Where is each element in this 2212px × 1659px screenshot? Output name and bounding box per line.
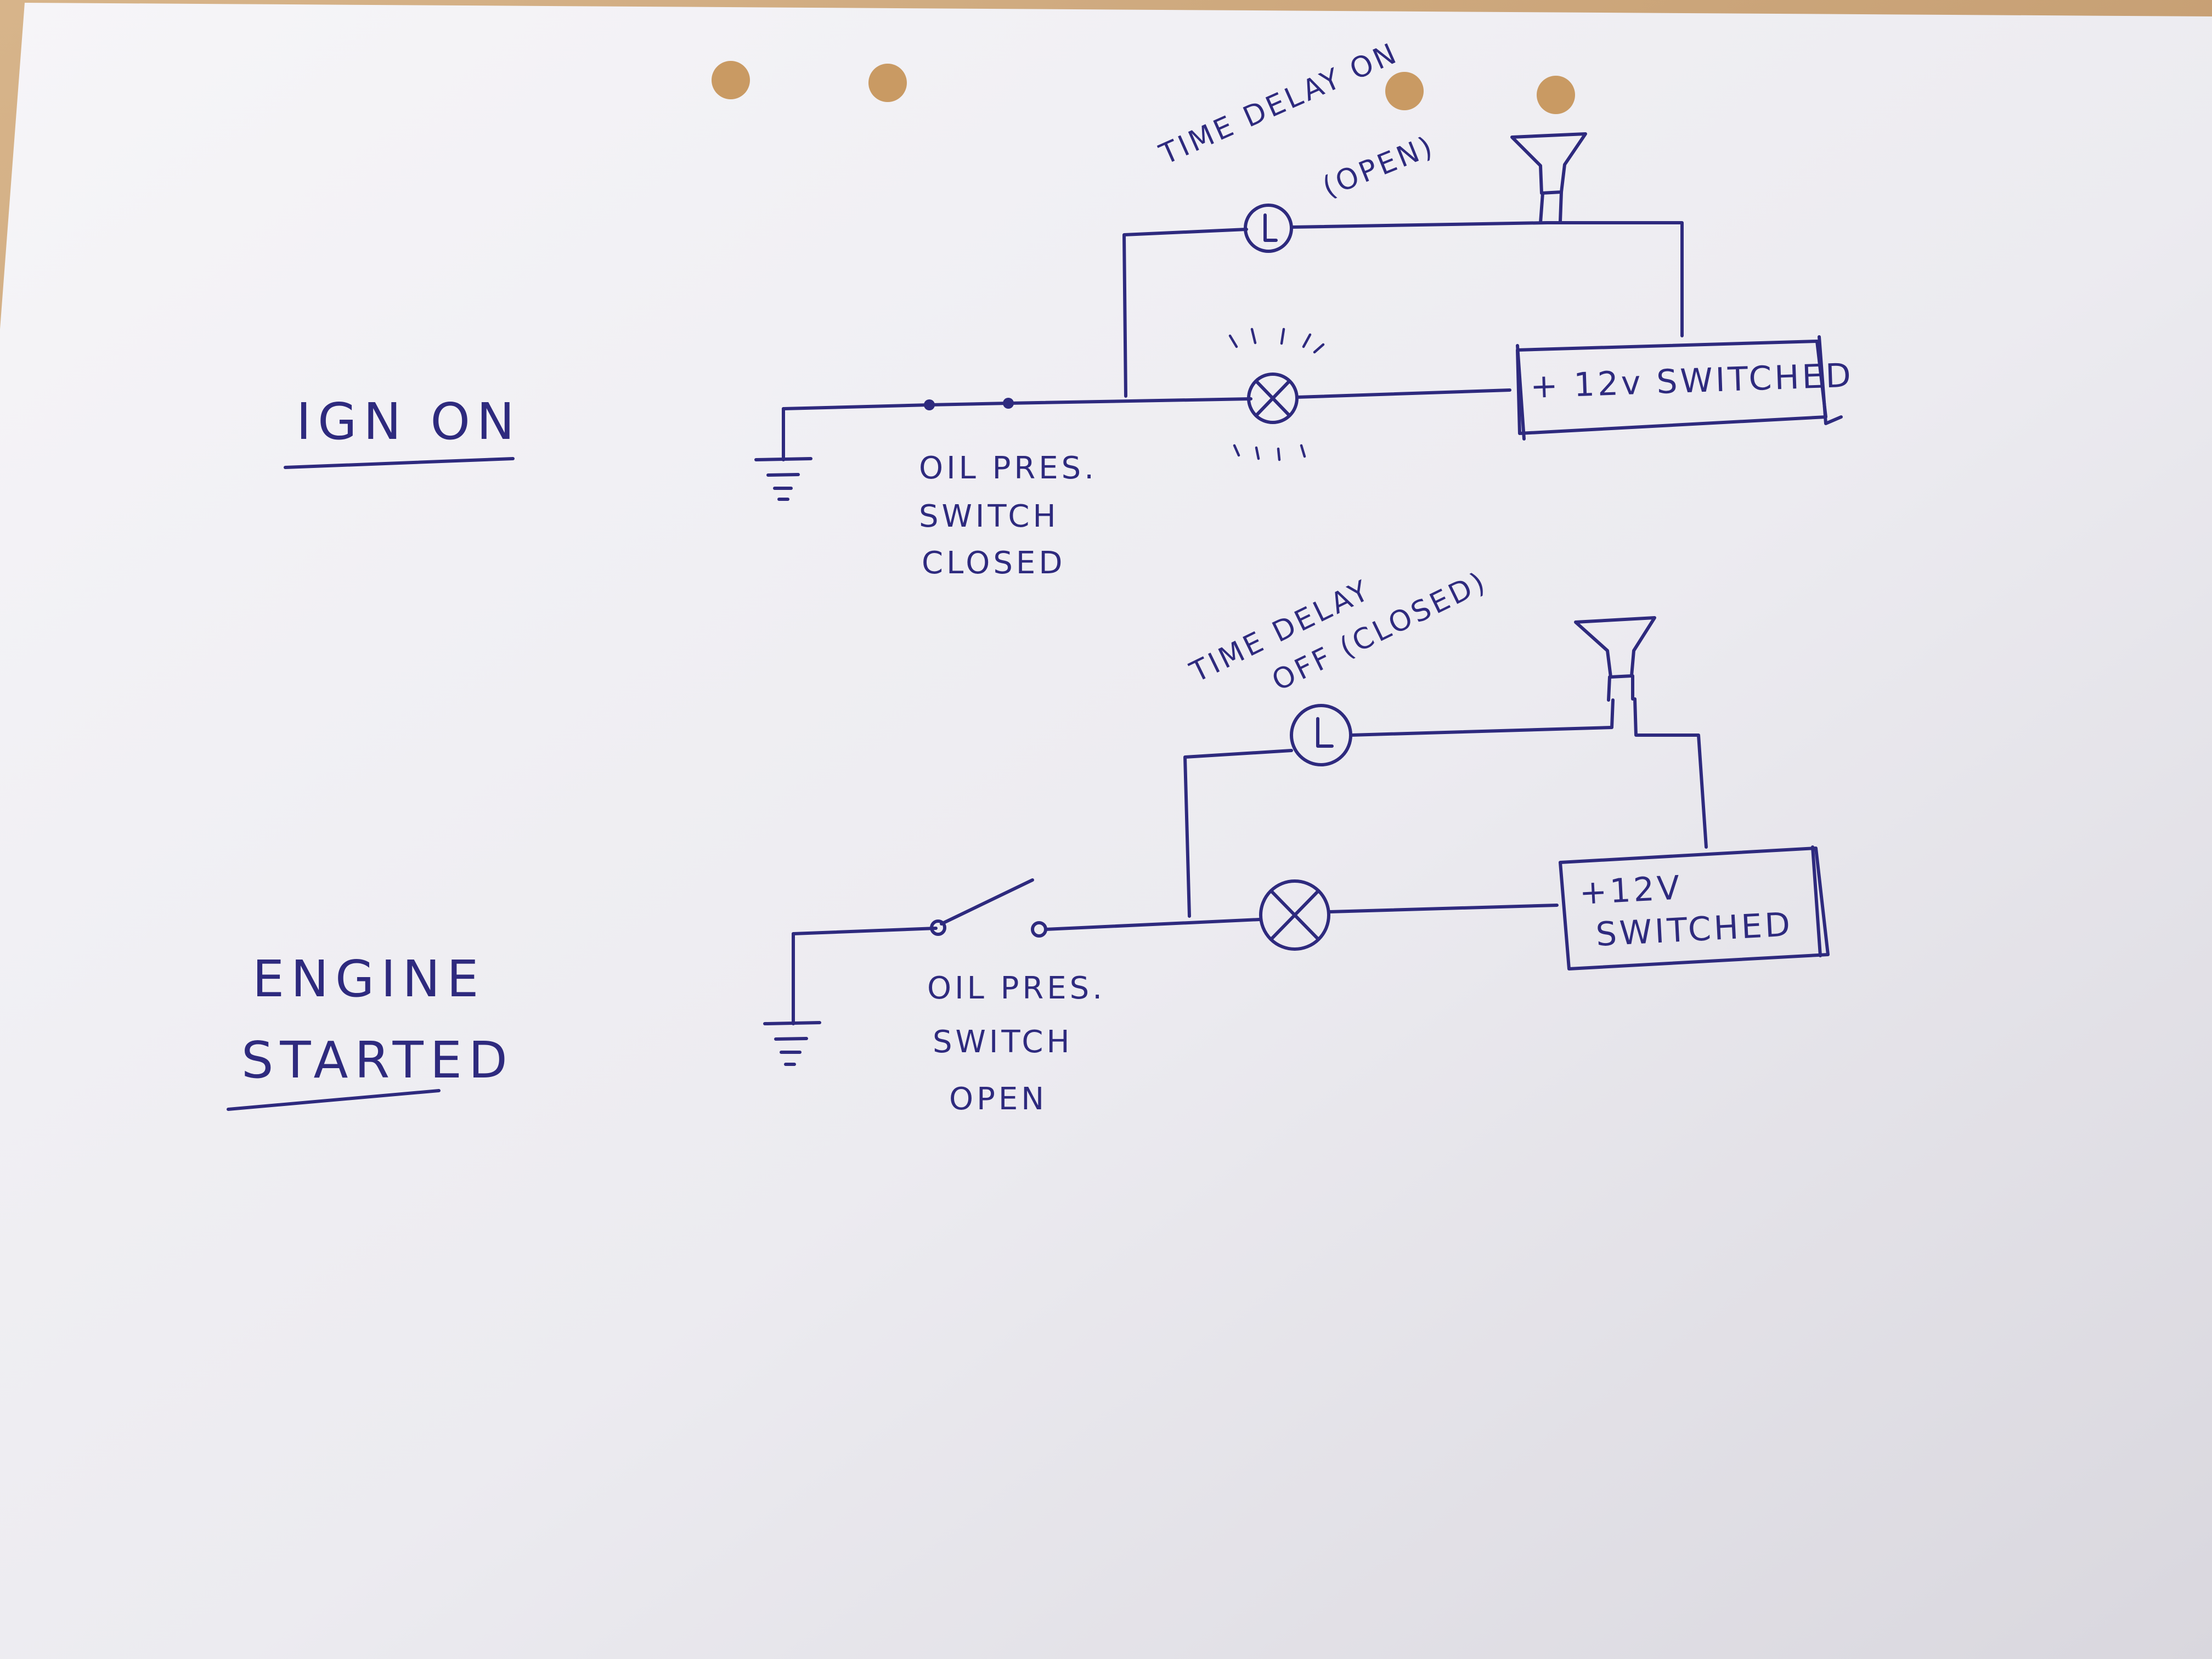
ign-on-title: IGN ON bbox=[296, 392, 521, 451]
ground-icon bbox=[754, 407, 812, 501]
engine-started-supply-box: +12V SWITCHED bbox=[1559, 845, 1830, 970]
engine-started-switch-label-line3: OPEN bbox=[949, 1081, 1047, 1117]
engine-started-title-underline bbox=[227, 1089, 441, 1111]
warning-lamp-off-icon bbox=[1259, 879, 1330, 951]
ign-on-switch-label-line1: OIL PRES. bbox=[919, 450, 1097, 486]
engine-started-title-line2: STARTED bbox=[241, 1031, 514, 1090]
engine-started-branch-left bbox=[1183, 749, 1293, 918]
ign-on-switch-label-line3: CLOSED bbox=[922, 545, 1065, 581]
oil-pressure-switch-closed bbox=[924, 398, 1014, 410]
ground-icon bbox=[763, 932, 821, 1066]
ign-on-ground-wire bbox=[782, 397, 1252, 410]
engine-started-ground-wire bbox=[792, 927, 938, 935]
ign-on-branch-top bbox=[1290, 221, 1684, 337]
engine-started-branch-top bbox=[1349, 698, 1615, 737]
ign-on-lamp-wire bbox=[1295, 388, 1511, 399]
engine-started-switch-label-line1: OIL PRES. bbox=[927, 970, 1105, 1006]
warning-lamp-lit-icon bbox=[1228, 328, 1325, 461]
punch-holes bbox=[712, 61, 1575, 114]
ign-on-switch-label-line2: SWITCH bbox=[919, 499, 1059, 534]
engine-started-switch-label-line2: SWITCH bbox=[933, 1024, 1073, 1060]
horn-icon bbox=[1574, 616, 1656, 702]
engine-started-title-line1: ENGINE bbox=[252, 950, 485, 1008]
ign-on-title-underline bbox=[284, 457, 515, 469]
engine-started-lamp-wire-out bbox=[1328, 904, 1559, 913]
paper-sheet bbox=[0, 3, 2212, 1659]
ign-on-branch-left bbox=[1122, 228, 1248, 398]
horn-icon bbox=[1510, 132, 1587, 224]
engine-started-supply-label-line1: +12V bbox=[1578, 868, 1683, 912]
engine-started-lamp-wire-in bbox=[1044, 918, 1261, 931]
engine-started-branch-right bbox=[1633, 697, 1708, 849]
